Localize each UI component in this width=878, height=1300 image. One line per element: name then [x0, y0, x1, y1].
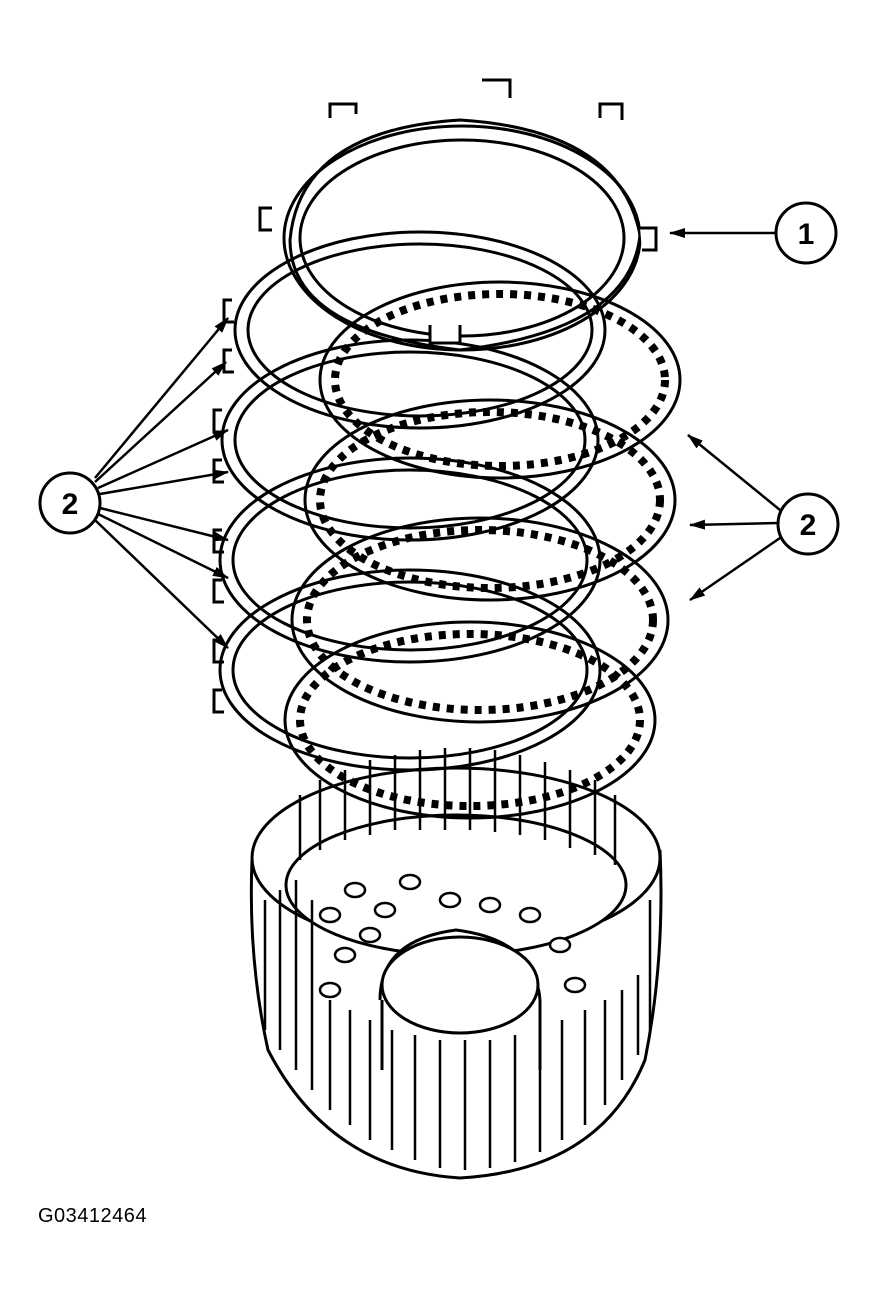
clutch-plate-stack — [212, 78, 682, 820]
steel-plate — [212, 338, 600, 542]
callout-2-left-label: 2 — [62, 488, 79, 521]
steel-plate — [222, 230, 607, 430]
callout-1-label: 1 — [798, 218, 815, 251]
callout-1: 1 — [669, 201, 838, 265]
friction-plate — [318, 280, 682, 480]
clutch-drum — [249, 748, 663, 1180]
friction-plate — [303, 398, 677, 602]
steel-plate — [212, 456, 602, 664]
drum-holes — [318, 873, 587, 999]
friction-plate — [283, 620, 657, 820]
callout-2-right-label: 2 — [800, 509, 817, 542]
backing-plate — [258, 78, 658, 352]
figure-id: G03412464 — [38, 1205, 148, 1227]
callout-2-right: 2 — [687, 434, 840, 602]
friction-plate — [290, 516, 670, 724]
callout-2-left: 2 — [38, 317, 229, 649]
steel-plate — [212, 568, 602, 772]
